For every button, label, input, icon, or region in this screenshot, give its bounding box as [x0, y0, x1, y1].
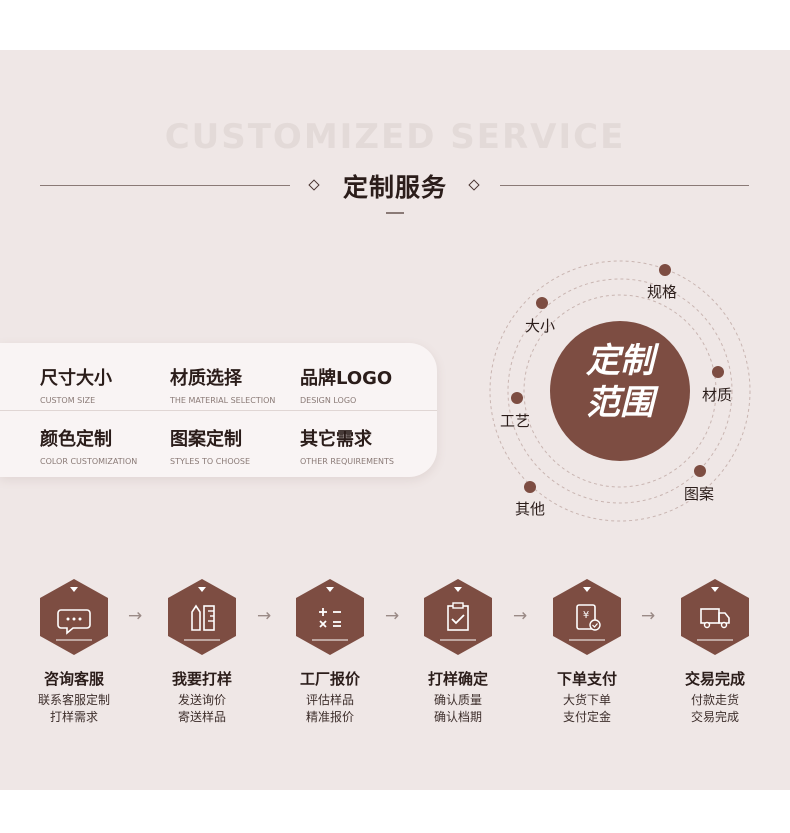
yen-payment-icon: ¥ — [553, 579, 621, 655]
step-desc-line: 交易完成 — [690, 710, 739, 724]
feature-material: 材质选择 THE MATERIAL SELECTION — [170, 364, 275, 405]
step-description: 大货下单支付定金 — [527, 692, 647, 726]
feature-pattern: 图案定制 STYLES TO CHOOSE — [170, 425, 250, 466]
feature-subtitle: STYLES TO CHOOSE — [170, 457, 251, 466]
step-desc-line: 联系客服定制 — [37, 693, 110, 707]
step-desc-line: 精准报价 — [305, 710, 354, 724]
step-desc-line: 大货下单 — [562, 693, 611, 707]
arrow-right-icon: → — [385, 606, 400, 626]
divider-right — [500, 185, 749, 186]
orbit-dot — [536, 297, 548, 309]
feature-title: 图案定制 — [170, 429, 242, 450]
scope-item-spec: 规格 — [647, 283, 678, 301]
background-title: CUSTOMIZED SERVICE — [164, 117, 626, 157]
step-title: 我要打样 — [171, 670, 232, 688]
feature-title: 材质选择 — [170, 368, 242, 389]
section-title: 定制服务 — [342, 173, 447, 202]
orbit-rings — [489, 260, 751, 522]
calculator-icon — [296, 579, 364, 655]
scope-item-pattern: 图案 — [684, 485, 715, 503]
arrow-right-icon: → — [128, 606, 143, 626]
feature-card-divider — [0, 410, 437, 411]
orbit-dot — [659, 264, 671, 276]
scope-center-line2: 范围 — [586, 383, 654, 423]
svg-text:¥: ¥ — [583, 610, 589, 621]
title-underline — [386, 212, 404, 214]
step-description: 联系客服定制打样需求 — [14, 692, 134, 726]
truck-icon — [681, 579, 749, 655]
step-description: 评估样品精准报价 — [270, 692, 390, 726]
scope-center-line1: 定制 — [586, 341, 654, 381]
step-description: 确认质量确认档期 — [398, 692, 518, 726]
feature-other: 其它需求 OTHER REQUIREMENTS — [300, 425, 394, 466]
step-desc-line: 发送询价 — [177, 693, 226, 707]
feature-title: 其它需求 — [300, 429, 372, 450]
feature-color: 颜色定制 COLOR CUSTOMIZATION — [40, 425, 137, 466]
scope-item-other: 其他 — [515, 500, 546, 518]
step-description: 付款走货交易完成 — [655, 692, 775, 726]
orbit-ring-outer — [489, 260, 751, 522]
arrow-right-icon: → — [257, 606, 272, 626]
feature-subtitle: COLOR CUSTOMIZATION — [40, 457, 138, 466]
step-desc-line: 付款走货 — [690, 693, 739, 707]
scope-item-size: 大小 — [525, 317, 556, 335]
orbit-dot — [524, 481, 536, 493]
orbit-ring-inner — [523, 294, 717, 488]
feature-subtitle: DESIGN LOGO — [300, 396, 357, 405]
feature-logo: 品牌LOGO DESIGN LOGO — [300, 364, 392, 405]
orbit-dot — [712, 366, 724, 378]
step-description: 发送询价寄送样品 — [142, 692, 262, 726]
feature-title: 品牌LOGO — [300, 368, 393, 389]
scope-center-circle — [550, 321, 690, 461]
step-title: 下单支付 — [556, 670, 617, 688]
feature-custom-size: 尺寸大小 CUSTOM SIZE — [40, 364, 112, 405]
feature-subtitle: CUSTOM SIZE — [40, 396, 96, 405]
feature-title: 颜色定制 — [40, 429, 112, 450]
step-desc-line: 确认档期 — [433, 710, 482, 724]
chat-bubble-icon — [40, 579, 108, 655]
feature-subtitle: THE MATERIAL SELECTION — [170, 396, 276, 405]
orbit-dot — [511, 392, 523, 404]
feature-subtitle: OTHER REQUIREMENTS — [300, 457, 394, 466]
arrow-right-icon: → — [641, 606, 656, 626]
clipboard-check-icon — [424, 579, 492, 655]
orbit-dot — [694, 465, 706, 477]
step-title: 交易完成 — [684, 670, 745, 688]
step-title: 咨询客服 — [43, 670, 104, 688]
scope-center-text: 定制 范围 — [550, 340, 690, 424]
step-desc-line: 支付定金 — [562, 710, 611, 724]
step-title: 工厂报价 — [299, 670, 360, 688]
step-desc-line: 打样需求 — [49, 710, 98, 724]
step-desc-line: 寄送样品 — [177, 710, 226, 724]
scope-item-material: 材质 — [702, 386, 733, 404]
step-desc-line: 评估样品 — [305, 693, 354, 707]
step-desc-line: 确认质量 — [433, 693, 482, 707]
scope-item-craft: 工艺 — [500, 412, 531, 430]
step-title: 打样确定 — [427, 670, 488, 688]
divider-left — [40, 185, 290, 186]
arrow-right-icon: → — [513, 606, 528, 626]
feature-title: 尺寸大小 — [40, 368, 112, 389]
pen-ruler-icon — [168, 579, 236, 655]
orbit-ring-middle — [507, 278, 733, 504]
